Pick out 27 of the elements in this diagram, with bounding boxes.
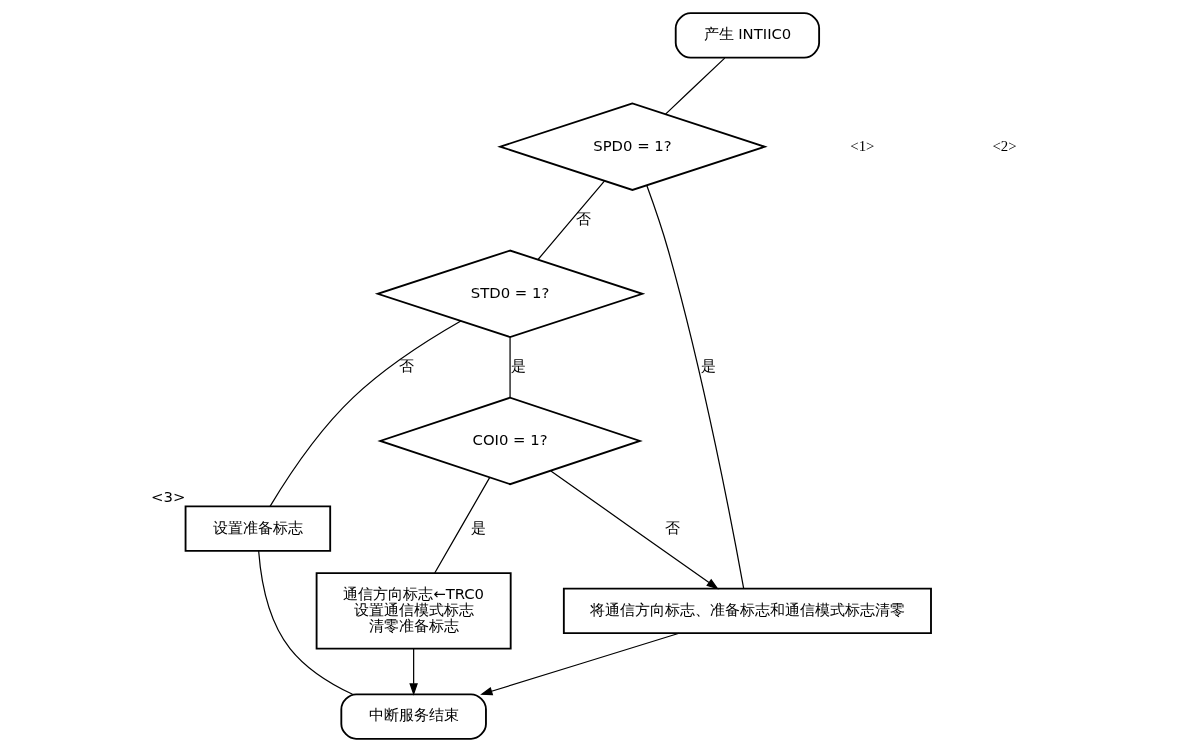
connector <box>645 184 744 589</box>
edge-label: 否 <box>398 357 414 375</box>
connector <box>257 550 353 695</box>
edge-label: 是 <box>510 357 526 375</box>
node-box: 中断服务结束 <box>339 693 487 740</box>
node-label: <3> <box>150 488 185 506</box>
connector <box>536 180 605 261</box>
node-diamond: SPD0 = 1? <box>496 102 768 191</box>
node-box: 通信方向标志←TRC0 设置通信模式标志 清零准备标志 <box>315 572 512 650</box>
label: <1> <box>849 137 874 154</box>
arrow <box>479 632 680 696</box>
label: <2> <box>991 137 1017 154</box>
node-box: 将通信方向标志、准备标志和通信模式标志清零 <box>562 587 932 635</box>
node-diamond: COI0 = 1? <box>376 396 643 486</box>
arrow <box>549 470 719 590</box>
node-box: 设置准备标志 <box>184 505 331 552</box>
node-box: 产生 INTIIC0 <box>674 12 820 59</box>
node-diamond: STD0 = 1? <box>374 249 645 339</box>
connector <box>268 320 461 507</box>
connector <box>664 57 725 115</box>
arrow <box>408 648 418 696</box>
connector <box>508 336 511 398</box>
edge-label: 否 <box>664 518 680 536</box>
connector <box>433 477 490 574</box>
edge-label: 否 <box>575 210 591 228</box>
edge-label: 是 <box>470 518 486 536</box>
edge-label: 是 <box>700 357 716 375</box>
